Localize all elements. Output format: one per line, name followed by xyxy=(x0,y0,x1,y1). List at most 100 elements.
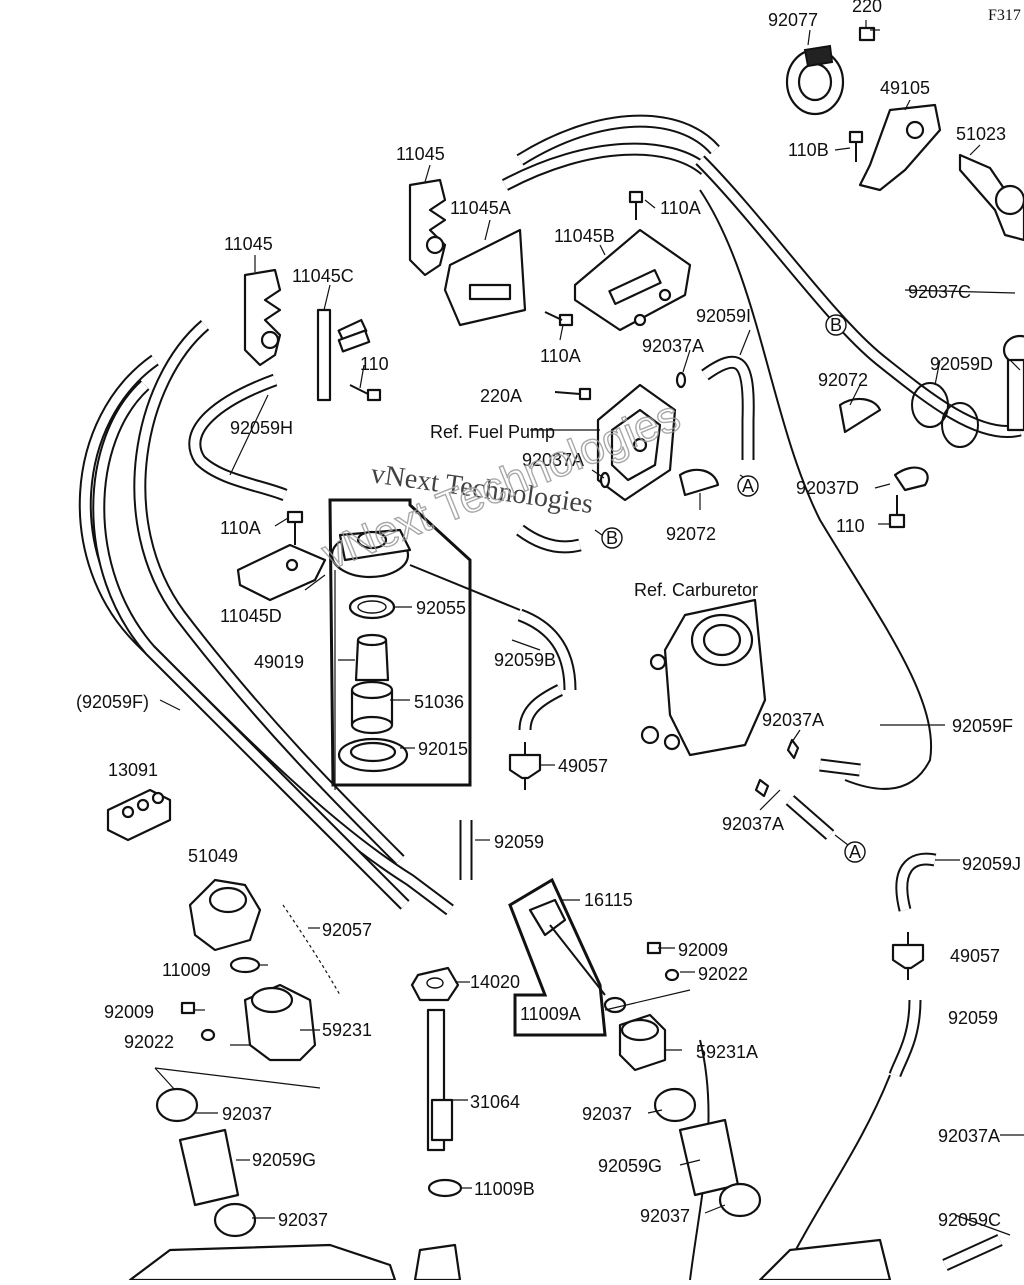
label-110A-lower: 110A xyxy=(220,518,261,538)
label-110B: 110B xyxy=(788,140,829,160)
fuel-lines xyxy=(78,114,1022,1281)
part-14020 xyxy=(410,966,460,1002)
part-11009 xyxy=(229,956,261,974)
part-51023 xyxy=(958,153,1024,242)
part-92015 xyxy=(337,737,409,773)
carburetor-reference: Ref. Carburetor xyxy=(634,580,758,600)
part-labels: 92077 220 49105 110B 51023 11045 11045A … xyxy=(76,0,1021,1230)
label-220A: 220A xyxy=(480,386,522,406)
label-11009A: 11009A xyxy=(520,1004,581,1024)
part-31064 xyxy=(426,1008,454,1152)
marker-a-1: A xyxy=(742,476,754,496)
part-51036 xyxy=(350,680,394,735)
label-92022-b: 92022 xyxy=(124,1032,174,1052)
label-14020: 14020 xyxy=(470,972,520,992)
part-92022-right xyxy=(664,968,680,982)
part-49057-right xyxy=(891,932,925,980)
label-92037-b: 92037 xyxy=(582,1104,632,1124)
part-92077 xyxy=(785,44,845,116)
label-51049: 51049 xyxy=(188,846,238,866)
label-92059G-a: 92059G xyxy=(252,1150,316,1170)
part-59231 xyxy=(243,983,317,1062)
part-13091 xyxy=(106,788,172,842)
part-carburetor xyxy=(640,598,767,757)
label-110A-top: 110A xyxy=(660,198,701,218)
label-92037A-b: 92037A xyxy=(522,450,584,470)
part-pin-110 xyxy=(337,329,371,353)
part-110A-lower xyxy=(286,510,304,545)
marker-a-2: A xyxy=(849,842,861,862)
part-11045-left xyxy=(243,268,282,367)
label-92037-a: 92037 xyxy=(222,1104,272,1124)
part-92022-left xyxy=(200,1028,216,1042)
label-92059F: 92059F xyxy=(952,716,1013,736)
label-11009: 11009 xyxy=(162,960,211,980)
part-92037D xyxy=(893,466,929,492)
marker-b-2: B xyxy=(830,315,842,335)
part-51049 xyxy=(188,878,262,952)
label-92055: 92055 xyxy=(416,598,466,618)
label-92037D: 92037D xyxy=(796,478,859,498)
label-92037A-a: 92037A xyxy=(642,336,704,356)
label-92059J: 92059J xyxy=(962,854,1021,874)
marker-b-1: B xyxy=(606,528,618,548)
part-92057 xyxy=(282,904,341,996)
label-51036: 51036 xyxy=(414,692,464,712)
label-92072-a: 92072 xyxy=(818,370,868,390)
part-92059G-left xyxy=(178,1128,240,1207)
label-92059C: 92059C xyxy=(938,1210,1001,1230)
label-110: 110 xyxy=(360,354,389,374)
label-92059H: 92059H xyxy=(230,418,293,438)
part-220 xyxy=(858,20,876,42)
label-92057: 92057 xyxy=(322,920,372,940)
group-outlines xyxy=(328,498,607,1037)
part-92037-right-top xyxy=(653,1087,697,1123)
label-51023: 51023 xyxy=(956,124,1006,144)
label-11045B: 11045B xyxy=(554,226,615,246)
leader-lines xyxy=(154,29,1024,1236)
label-11045A: 11045A xyxy=(450,198,511,218)
part-110A-top xyxy=(628,190,644,220)
figure-number: F317 xyxy=(988,7,1021,24)
label-11045-left: 11045 xyxy=(224,234,273,254)
part-fuel-tank xyxy=(128,1238,892,1282)
label-49019: 49019 xyxy=(254,652,304,672)
label-59231A: 59231A xyxy=(696,1042,758,1062)
label-31064: 31064 xyxy=(470,1092,520,1112)
label-92072-b: 92072 xyxy=(666,524,716,544)
label-110-b: 110 xyxy=(836,516,865,536)
part-11045A xyxy=(443,228,527,327)
part-92072-clamps xyxy=(678,397,882,497)
label-92015: 92015 xyxy=(418,739,468,759)
part-110A-mid xyxy=(544,311,574,327)
part-11045C xyxy=(316,308,368,402)
label-11009B: 11009B xyxy=(474,1179,535,1199)
label-92059G-b: 92059G xyxy=(598,1156,662,1176)
label-92022-a: 92022 xyxy=(698,964,748,984)
part-92009-left xyxy=(180,1001,196,1015)
label-92009-b: 92009 xyxy=(104,1002,154,1022)
part-49057-center xyxy=(508,742,542,790)
part-59231A xyxy=(618,1013,667,1072)
part-110 xyxy=(349,384,382,402)
label-92037A-c: 92037A xyxy=(762,710,824,730)
part-110-bottom xyxy=(888,495,906,529)
part-110B xyxy=(848,130,864,162)
connection-markers: A A B B xyxy=(601,314,866,863)
label-110A-mid: 110A xyxy=(540,346,581,366)
label-92037-c: 92037 xyxy=(278,1210,328,1230)
label-92077: 92077 xyxy=(768,10,818,30)
part-92037-left-bottom xyxy=(213,1202,257,1238)
part-11045D xyxy=(236,543,327,602)
label-11045C: 11045C xyxy=(292,266,354,286)
label-92059I: 92059I xyxy=(696,306,751,326)
part-92037-left-top xyxy=(155,1087,199,1123)
part-11045-top xyxy=(408,178,447,277)
part-right-cap xyxy=(1002,334,1024,432)
label-220: 220 xyxy=(852,0,882,16)
label-92059-a: 92059 xyxy=(494,832,544,852)
label-59231: 59231 xyxy=(322,1020,372,1040)
label-13091: 13091 xyxy=(108,760,158,780)
fuel-pump-reference: Ref. Fuel Pump xyxy=(430,422,555,442)
